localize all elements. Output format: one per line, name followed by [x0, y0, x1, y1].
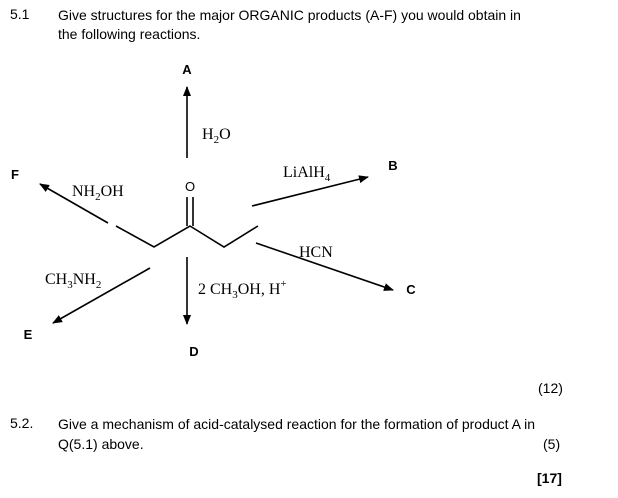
total-marks: [17] [537, 470, 562, 486]
question-number-5-1: 5.1 [10, 6, 30, 22]
product-label-e: E [24, 327, 33, 342]
question-5-2-line-2: Q(5.1) above. [58, 436, 144, 452]
reagent-lialh4: LiAlH4 [283, 164, 331, 184]
question-5-2-line-1: Give a mechanism of acid-catalysed react… [58, 416, 536, 432]
arrow-to-b [251, 175, 369, 207]
oxygen-atom-label: O [185, 179, 195, 194]
marks-5-1: (12) [538, 380, 563, 396]
reagent-water: H2O [202, 126, 231, 146]
reagent-nh2oh: NH2OH [72, 183, 124, 203]
product-label-f: F [11, 167, 19, 182]
arrow-to-f [39, 183, 109, 224]
product-label-c: C [406, 282, 416, 297]
arrow-to-e [52, 267, 151, 324]
question-5-1-line-2: the following reactions. [58, 26, 201, 42]
arrow-to-c [255, 242, 394, 291]
product-label-d: D [189, 344, 198, 359]
reagent-ch3nh2: CH3NH2 [45, 271, 101, 291]
question-5-1-line-1: Give structures for the major ORGANIC pr… [58, 7, 521, 23]
question-number-5-2: 5.2. [10, 415, 34, 431]
reagent-methanol-acid: 2 CH3OH, H+ [198, 278, 287, 301]
product-label-b: B [388, 158, 397, 173]
product-label-a: A [182, 62, 192, 77]
reagent-hcn: HCN [299, 244, 333, 261]
ketone-skeleton [115, 225, 259, 248]
marks-5-2: (5) [543, 436, 561, 452]
